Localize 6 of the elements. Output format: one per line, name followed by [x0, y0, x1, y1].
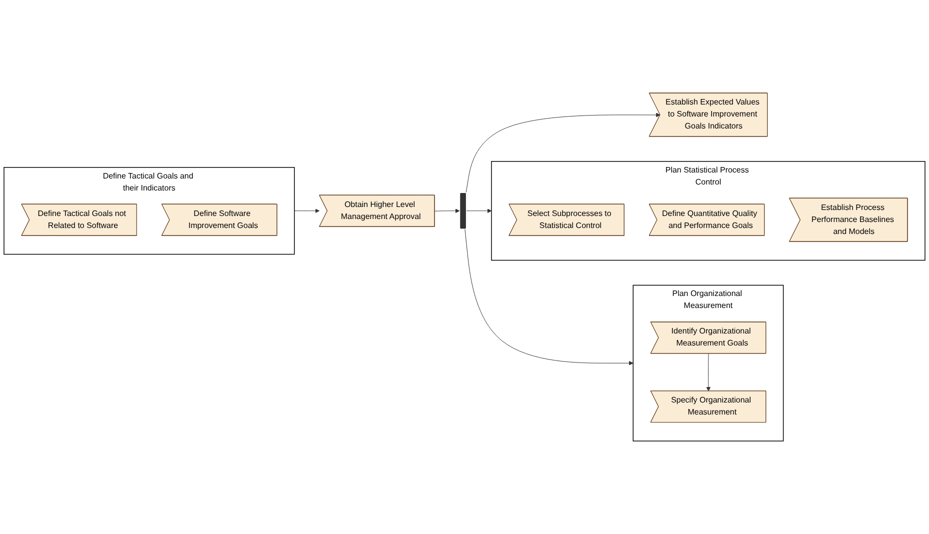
arrow [464, 229, 634, 366]
arrow [466, 208, 492, 214]
arrow [434, 208, 460, 214]
arrow [706, 353, 711, 392]
arrow [294, 208, 320, 214]
arrow [466, 112, 660, 193]
